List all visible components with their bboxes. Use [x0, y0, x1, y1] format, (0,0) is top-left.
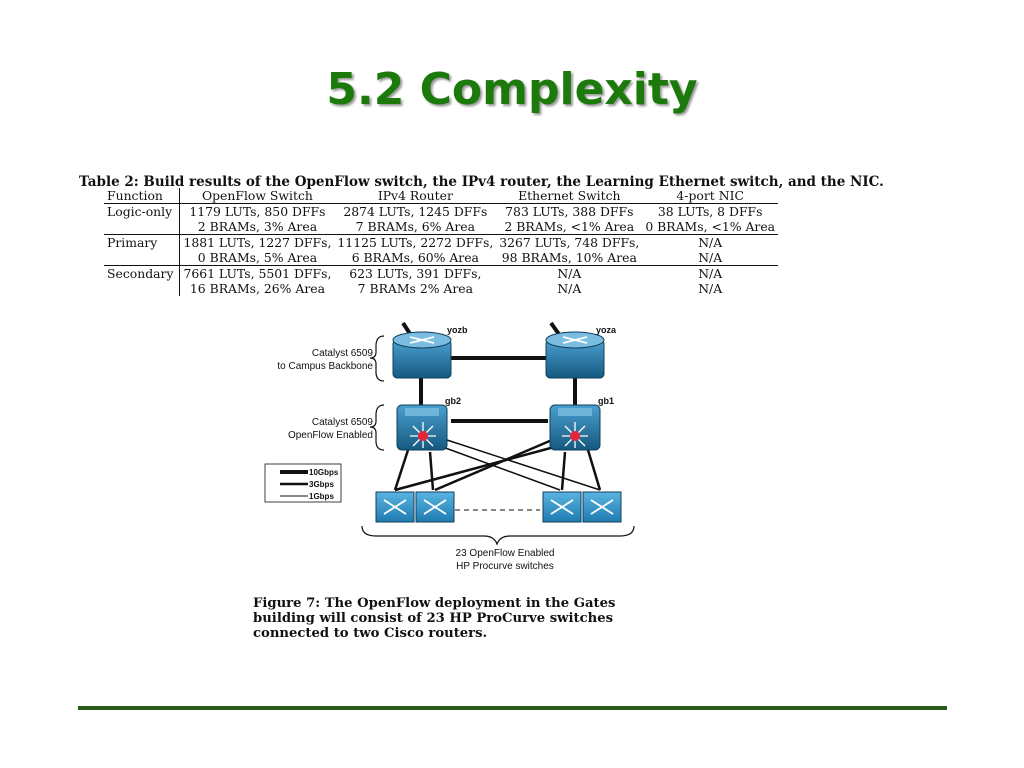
- footer-divider: [78, 706, 947, 710]
- table-cell: 98 BRAMs, 10% Area: [496, 250, 643, 266]
- table-cell: Primary: [104, 234, 181, 250]
- router-gb2: [396, 404, 448, 451]
- table-row: Primary 1881 LUTs, 1227 DFFs, 11125 LUTs…: [104, 234, 778, 250]
- switch-2: [415, 491, 455, 523]
- brace-backbone: [369, 335, 385, 382]
- table-cell: 16 BRAMs, 26% Area: [189, 281, 325, 296]
- table-cell: N/A: [642, 250, 779, 266]
- table-caption: Table 2: Build results of the OpenFlow s…: [79, 174, 884, 190]
- table-header-cell: OpenFlow Switch: [179, 188, 335, 204]
- group-label-openflow-line1: Catalyst 6509: [312, 417, 374, 428]
- table-cell: 0 BRAMs, <1% Area: [642, 219, 779, 235]
- table-cell: 623 LUTs, 391 DFFs,: [349, 266, 482, 281]
- table-cell: 11125 LUTs, 2272 DFFs,: [337, 235, 494, 250]
- table-cell: N/A: [698, 281, 723, 296]
- brace-switches: [361, 525, 635, 546]
- table-cell: 1179 LUTs, 850 DFFs: [189, 204, 326, 219]
- figure-caption-line: Figure 7: The OpenFlow deployment in the…: [253, 596, 616, 611]
- switches-label-line1: 23 OpenFlow Enabled: [456, 548, 555, 559]
- switch-1: [375, 491, 415, 523]
- figure-caption-line: connected to two Cisco routers.: [253, 626, 488, 641]
- table-cell: [104, 250, 181, 266]
- switch-3: [542, 491, 582, 523]
- legend-10gbps: 10Gbps: [309, 468, 339, 477]
- table-cell: N/A: [557, 266, 582, 281]
- table-cell: 1881 LUTs, 1227 DFFs,: [183, 235, 332, 250]
- build-results-table: Function OpenFlow Switch IPv4 Router Eth…: [104, 188, 779, 296]
- table-cell: [104, 219, 181, 235]
- table-cell: 38 LUTs, 8 DFFs: [657, 204, 763, 219]
- switches-label-line2: HP Procurve switches: [456, 561, 554, 572]
- table-header-cell: Ethernet Switch: [496, 188, 643, 204]
- table-cell: Logic-only: [104, 203, 181, 219]
- table-row: Logic-only 1179 LUTs, 850 DFFs 2874 LUTs…: [104, 203, 778, 219]
- table-cell: N/A: [698, 266, 723, 281]
- router-label-gb1: gb1: [598, 396, 614, 406]
- table-row: 2 BRAMs, 3% Area 7 BRAMs, 6% Area 2 BRAM…: [104, 219, 779, 235]
- figure-caption: Figure 7: The OpenFlow deployment in the…: [253, 596, 663, 641]
- table-row: 0 BRAMs, 5% Area 6 BRAMs, 60% Area 98 BR…: [104, 250, 779, 266]
- slide-title: 5.2 Complexity: [326, 64, 698, 115]
- table-header-row: Function OpenFlow Switch IPv4 Router Eth…: [104, 188, 779, 204]
- table-header-cell: IPv4 Router: [334, 188, 497, 204]
- table-cell: 2 BRAMs, 3% Area: [179, 219, 335, 235]
- switch-links: [393, 438, 602, 492]
- brace-openflow: [369, 404, 385, 451]
- link-speed-legend: 10Gbps 3Gbps 1Gbps: [264, 463, 342, 503]
- legend-3gbps: 3Gbps: [309, 480, 334, 489]
- router-label-yoza: yoza: [596, 325, 617, 335]
- table-row: Secondary 7661 LUTs, 5501 DFFs, 623 LUTs…: [104, 265, 778, 281]
- table-cell: 0 BRAMs, 5% Area: [179, 250, 335, 266]
- table-cell: 3267 LUTs, 748 DFFs,: [499, 235, 640, 250]
- router-label-gb2: gb2: [445, 396, 461, 406]
- table-cell: 2874 LUTs, 1245 DFFs: [343, 204, 488, 219]
- table-header-cell: 4-port NIC: [642, 188, 779, 204]
- table-cell: 7661 LUTs, 5501 DFFs,: [183, 266, 332, 281]
- router-label-yozb: yozb: [447, 325, 468, 335]
- table-cell: 7 BRAMs, 6% Area: [334, 219, 497, 235]
- table-cell: 783 LUTs, 388 DFFs: [505, 204, 634, 219]
- table-cell: Secondary: [104, 265, 181, 281]
- legend-1gbps: 1Gbps: [309, 492, 334, 501]
- table-cell: N/A: [698, 235, 723, 250]
- table-cell: 2 BRAMs, <1% Area: [496, 219, 643, 235]
- table-row: 16 BRAMs, 26% Area 7 BRAMs 2% Area N/A N…: [104, 281, 778, 296]
- table-cell: N/A: [557, 281, 582, 296]
- group-label-backbone-line2: to Campus Backbone: [277, 361, 373, 372]
- group-label-backbone-line1: Catalyst 6509: [312, 348, 374, 359]
- table-cell: [104, 281, 181, 296]
- group-label-openflow-line2: OpenFlow Enabled: [288, 430, 373, 441]
- switch-4: [582, 491, 622, 523]
- table-cell: 7 BRAMs 2% Area: [357, 281, 474, 296]
- router-yozb: [392, 331, 452, 379]
- table-header-cell: Function: [104, 188, 181, 204]
- figure-caption-line: building will consist of 23 HP ProCurve …: [253, 611, 614, 626]
- router-yoza: [545, 331, 605, 379]
- router-gb1: [549, 404, 601, 451]
- table-cell: 6 BRAMs, 60% Area: [334, 250, 497, 266]
